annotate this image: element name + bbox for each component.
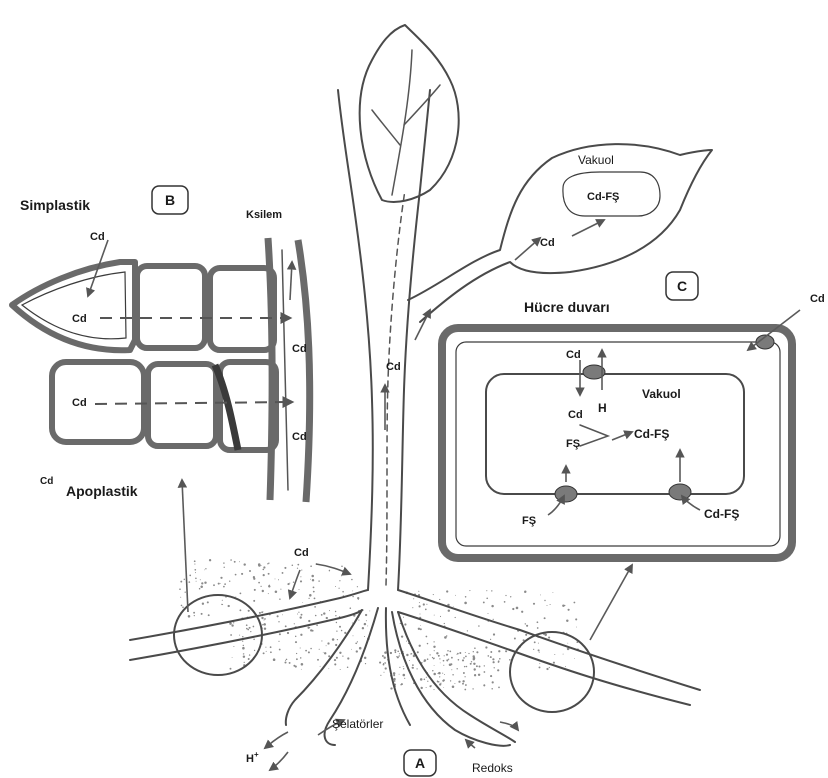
panel-a-marker: A	[404, 750, 436, 776]
cd-label-c-vac: Cd	[568, 409, 583, 421]
panel-b-cells	[12, 238, 310, 502]
roots	[130, 590, 700, 746]
panel-c-cell	[442, 310, 800, 558]
cd-fs-label-c-vac: Cd-FŞ	[634, 427, 669, 441]
selatorler-label: Şelatörler	[332, 717, 383, 731]
cd-label-b-cell1: Cd	[72, 313, 87, 325]
redoks-label: Redoks	[472, 761, 513, 775]
panel-b-letter: B	[165, 192, 175, 208]
cd-label-c-in: Cd	[566, 349, 581, 361]
stem-cd-label: Cd	[386, 361, 401, 373]
plant-stem	[338, 90, 430, 590]
leaf-cd-fs-label: Cd-FŞ	[587, 191, 619, 203]
top-leaf	[360, 25, 459, 202]
cd-fs-label-c-out: Cd-FŞ	[704, 507, 739, 521]
ksilem-label: Ksilem	[246, 209, 282, 221]
leaf-cd-label: Cd	[540, 237, 555, 249]
h-label: H	[598, 401, 607, 415]
h-plus-base: H	[246, 753, 254, 765]
vakuol-c-label: Vakuol	[642, 387, 681, 401]
panel-c-marker: C	[666, 272, 698, 300]
simplastik-label: Simplastik	[20, 197, 90, 213]
root-cd-label: Cd	[294, 547, 309, 559]
h-plus-label: H+	[246, 750, 259, 765]
panel-b-marker: B	[152, 186, 188, 214]
hucre-duvari-label: Hücre duvarı	[524, 299, 610, 315]
cd-label-c-outer: Cd	[810, 293, 825, 305]
fs-label-c-in: FŞ	[566, 438, 580, 450]
leaf-vakuol-label: Vakuol	[578, 153, 614, 167]
panel-a-letter: A	[415, 755, 425, 771]
cd-label-b-xylem2: Cd	[292, 431, 307, 443]
cd-label-b-apo: Cd	[40, 476, 53, 487]
cd-label-b-top: Cd	[90, 231, 105, 243]
cd-label-b-xylem1: Cd	[292, 343, 307, 355]
h-plus-sup: +	[254, 750, 259, 759]
apoplastik-label: Apoplastik	[66, 483, 138, 499]
fs-label-c-out: FŞ	[522, 515, 536, 527]
panel-c-letter: C	[677, 278, 687, 294]
cd-label-b-cell2: Cd	[72, 397, 87, 409]
